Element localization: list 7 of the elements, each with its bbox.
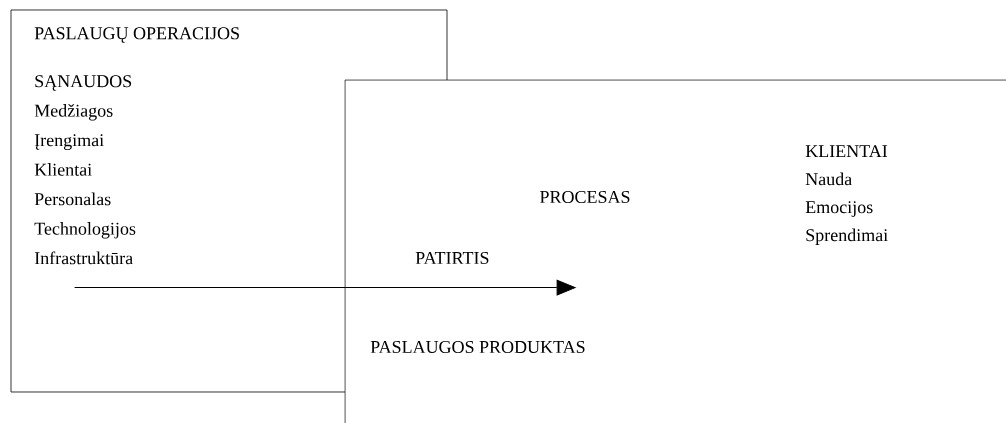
heading-text: PROCESAS	[540, 190, 630, 204]
heading-text: PATIRTIS	[415, 251, 489, 265]
heading-text: PASLAUGOS PRODUKTAS	[370, 340, 585, 354]
arrow	[74, 279, 576, 296]
heading-text: PASLAUGŲ OPERACIJOS	[34, 27, 239, 43]
text-list: KLIENTAI Nauda Emocijos Sprendimai	[805, 145, 888, 245]
text-list: SĄNAUDOS Medžiagos Įrengimai Klientai Personalas Technologijos Infrastruktūra	[34, 75, 136, 265]
